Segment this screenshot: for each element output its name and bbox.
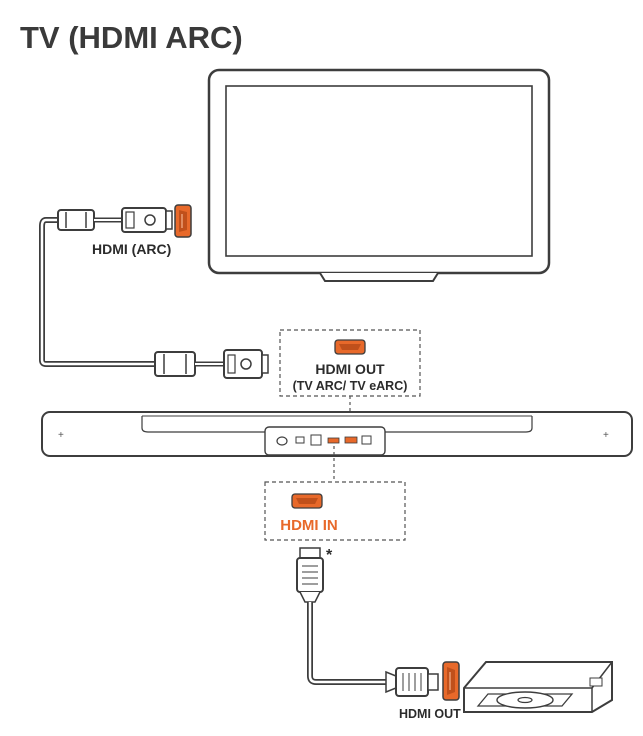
hdmi-cable-source [296, 547, 439, 697]
blu-ray-player-icon [463, 661, 613, 713]
disc-icon [496, 691, 554, 709]
source-out-label: HDMI OUT [399, 707, 461, 721]
hdmi-port-icon [291, 493, 323, 509]
ferrite-core-icon [154, 351, 224, 377]
hdmi-plug-icon [121, 207, 173, 233]
hdmi-cable-tv [39, 207, 269, 379]
tv-icon [207, 68, 551, 282]
hdmi-plug-icon [296, 547, 324, 603]
hdmi-plug-icon [385, 667, 439, 697]
svg-text:+: + [603, 430, 609, 441]
soundbar-out-sublabel: (TV ARC/ TV eARC) [293, 379, 408, 393]
soundbar-icon: + + [41, 411, 633, 457]
hdmi-port-icon [334, 339, 366, 355]
hdmi-out-callout: HDMI OUT (TV ARC/ TV eARC) [279, 329, 421, 440]
svg-text:+: + [58, 430, 64, 441]
soundbar-in-label: HDMI IN [280, 517, 338, 534]
hdmi-in-callout: HDMI IN [264, 446, 406, 541]
hdmi-port-icon [442, 661, 460, 701]
tv-port-label: HDMI (ARC) [92, 241, 171, 257]
ferrite-core-icon [57, 209, 122, 231]
hdmi-plug-icon [223, 349, 269, 379]
page-title: TV (HDMI ARC) [20, 20, 243, 55]
soundbar-out-label: HDMI OUT [315, 361, 385, 377]
hdmi-port-icon [174, 204, 192, 238]
footnote-marker: * [326, 547, 333, 564]
